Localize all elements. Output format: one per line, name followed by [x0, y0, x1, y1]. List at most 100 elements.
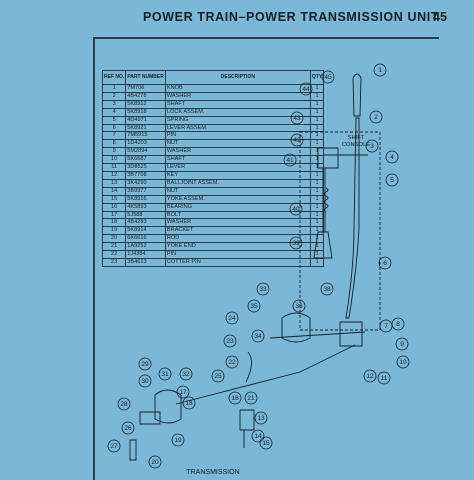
callout-number: 32 [182, 371, 190, 378]
callout-circle [289, 236, 303, 250]
callout-number: 4 [390, 154, 394, 161]
callout-circle [138, 374, 152, 388]
callout-circle [290, 111, 304, 125]
content-frame [93, 37, 439, 480]
lever-block-shape [339, 321, 363, 347]
callout-circle [176, 385, 190, 399]
callout-number: 44 [302, 86, 310, 93]
column-header-part-number: PART NUMBER [125, 70, 166, 85]
callout-31: 31 [158, 367, 172, 381]
callout-38: 38 [320, 282, 334, 296]
callout-16: 16 [228, 391, 242, 405]
callout-number: 39 [292, 240, 300, 247]
callout-42: 42 [290, 133, 304, 147]
bracket-shape [239, 409, 255, 448]
callout-36: 36 [292, 299, 306, 313]
callout-21: 21 [244, 391, 258, 405]
callout-3: 3 [365, 139, 379, 153]
callout-circle [377, 371, 391, 385]
callout-40: 40 [289, 202, 303, 216]
page-number: 45 [433, 10, 447, 24]
callout-number: 16 [231, 395, 239, 402]
callout-circle [259, 436, 273, 450]
rod-bend-shape [245, 351, 252, 383]
callout-19: 19 [171, 433, 185, 447]
callout-circle [363, 369, 377, 383]
callout-number: 19 [174, 437, 182, 444]
callout-number: 18 [185, 400, 193, 407]
callout-number: 11 [381, 375, 388, 382]
callout-circle [228, 391, 242, 405]
callout-41: 41 [283, 153, 297, 167]
callout-25: 25 [211, 369, 225, 383]
callout-number: 43 [293, 115, 301, 122]
callout-circle [321, 70, 335, 84]
shift-console-label-line1: SHIFT [348, 135, 365, 141]
callout-circle [290, 133, 304, 147]
callout-circle [256, 282, 270, 296]
callout-30: 30 [138, 374, 152, 388]
callout-number: 22 [228, 359, 236, 366]
callout-number: 42 [293, 137, 301, 144]
rod-end-shape [313, 231, 333, 259]
callout-10: 10 [396, 355, 410, 369]
callout-45: 45 [321, 70, 335, 84]
callout-number: 17 [179, 389, 187, 396]
callout-26: 26 [121, 421, 135, 435]
callout-43: 43 [290, 111, 304, 125]
callout-circle [378, 256, 392, 270]
callout-number: 34 [254, 333, 262, 340]
callout-circle [385, 150, 399, 164]
callout-number: 33 [259, 286, 267, 293]
callout-6: 6 [378, 256, 392, 270]
callout-7: 7 [379, 319, 393, 333]
callout-circle [121, 421, 135, 435]
table-header-row: REF NO. PART NUMBER DESCRIPTION QTY [101, 70, 325, 85]
callout-number: 3 [370, 143, 374, 150]
callout-circle [171, 433, 185, 447]
callout-8: 8 [391, 317, 405, 331]
inner-shaft-shape [322, 167, 326, 233]
callout-number: 28 [120, 401, 128, 408]
callout-number: 25 [214, 373, 222, 380]
callout-number: 14 [254, 433, 262, 440]
callout-24: 24 [225, 311, 239, 325]
callout-circle [391, 317, 405, 331]
callout-circle [225, 311, 239, 325]
callout-circle [244, 391, 258, 405]
callout-5: 5 [385, 173, 399, 187]
callout-number: 38 [323, 286, 331, 293]
page-header: POWER TRAIN–POWER TRANSMISSION UNIT 45 [0, 0, 474, 36]
callout-number: 2 [374, 114, 378, 121]
callout-number: 27 [110, 443, 118, 450]
callout-number: 1 [378, 67, 382, 74]
callout-number: 36 [295, 303, 303, 310]
callout-circle [385, 173, 399, 187]
callout-9: 9 [395, 337, 409, 351]
callout-number: 15 [262, 440, 270, 447]
callout-17: 17 [176, 385, 190, 399]
callout-14: 14 [251, 429, 265, 443]
callout-circle [251, 429, 265, 443]
callout-18: 18 [182, 396, 196, 410]
callout-number: 40 [292, 206, 300, 213]
callout-number: 9 [400, 341, 404, 348]
callout-circle [369, 110, 383, 124]
callout-number: 45 [324, 74, 332, 81]
callout-circle [289, 202, 303, 216]
control-rod-shape [175, 344, 356, 405]
callout-number: 24 [228, 315, 236, 322]
callout-circle [396, 355, 410, 369]
callout-circle [225, 355, 239, 369]
callout-circle [107, 439, 121, 453]
callout-32: 32 [179, 367, 193, 381]
callout-circle [148, 455, 162, 469]
ref-cell: 23 [101, 257, 127, 267]
callout-12: 12 [363, 369, 377, 383]
